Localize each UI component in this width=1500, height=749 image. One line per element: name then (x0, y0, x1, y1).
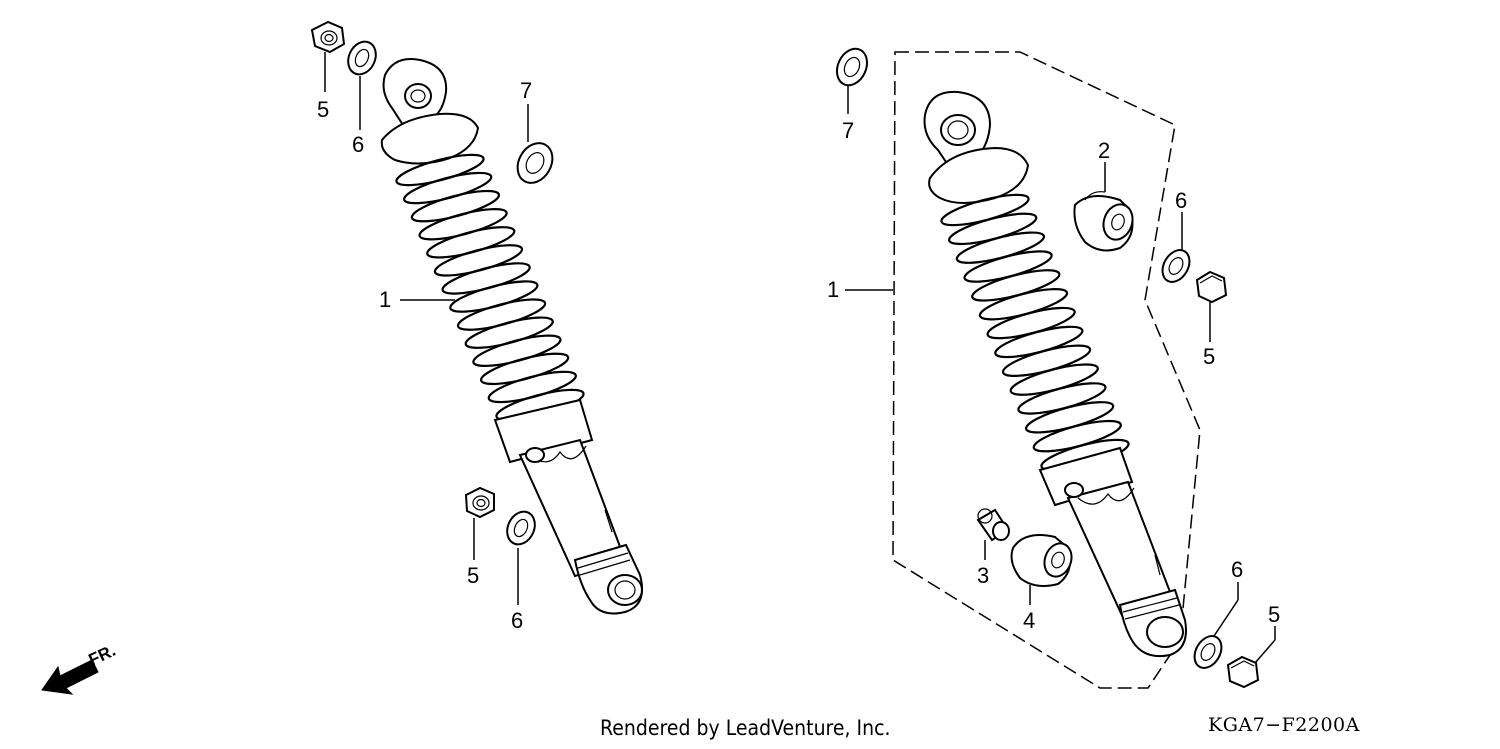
right-washer-7[interactable] (831, 44, 872, 90)
right-callout-7: 7 (842, 118, 854, 143)
left-callout-5-bottom: 5 (467, 563, 479, 588)
right-callout-5-bottom: 5 (1268, 602, 1280, 627)
spring-coil (410, 189, 501, 223)
left-callout-6-bottom: 6 (511, 608, 523, 633)
spring-coil (1001, 344, 1092, 378)
right-callout-3: 3 (977, 563, 989, 588)
right-bushing-upper[interactable] (1073, 191, 1137, 252)
right-callout-6-top: 6 (1175, 188, 1187, 213)
right-callout-2: 2 (1098, 138, 1110, 163)
right-callout-4: 4 (1023, 608, 1035, 633)
spring-coil (487, 370, 577, 404)
right-callout-1: 1 (827, 277, 839, 302)
spring-coil (472, 334, 562, 368)
kit-outline (892, 51, 1201, 689)
left-callout-5-top: 5 (317, 97, 329, 122)
left-shock-absorber[interactable] (380, 58, 644, 615)
right-collar[interactable] (976, 508, 1010, 542)
right-nut-bottom[interactable] (1226, 655, 1260, 689)
spring-coil (955, 231, 1046, 264)
right-callout-5-top: 5 (1203, 344, 1215, 369)
spring-coil (948, 212, 1038, 246)
front-direction-arrow-icon: FR. (41, 641, 119, 695)
right-washer-top[interactable] (1157, 245, 1195, 286)
rendered-by-credit: Rendered by LeadVenture, Inc. (600, 716, 891, 740)
right-shock-absorber[interactable] (923, 90, 1187, 658)
diagram-code: KGA7−F2200A (1208, 714, 1360, 736)
spring-coil (986, 306, 1076, 340)
spring-coil (456, 298, 547, 331)
right-washer-bottom[interactable] (1189, 631, 1227, 672)
left-callout-6-top: 6 (352, 132, 364, 157)
left-callout-7: 7 (520, 78, 532, 103)
left-washer-7[interactable] (511, 137, 560, 189)
left-nut-bottom[interactable] (464, 486, 495, 519)
spring-coil (403, 171, 493, 205)
spring-coil (441, 262, 531, 295)
right-callout-6-bottom: 6 (1231, 557, 1243, 582)
left-callout-1: 1 (379, 287, 391, 312)
spring-coil (433, 244, 524, 277)
spring-coil (963, 250, 1053, 283)
spring-coil (1009, 363, 1099, 396)
spring-coil (479, 352, 570, 386)
right-bushing-lower[interactable] (1010, 534, 1077, 587)
left-washer-bottom[interactable] (502, 507, 540, 549)
right-nut-top[interactable] (1195, 270, 1228, 304)
spring-coil (1017, 382, 1107, 415)
spring-coil (978, 287, 1069, 321)
spring-coil (426, 226, 516, 259)
spring-coil (449, 280, 539, 313)
left-washer-top[interactable] (343, 37, 381, 79)
spring-coil (994, 325, 1084, 359)
spring-coil (1024, 401, 1115, 434)
spring-coil (971, 269, 1061, 302)
spring-coil (418, 207, 508, 241)
left-nut-top[interactable] (310, 20, 346, 54)
spring-coil (464, 316, 554, 349)
